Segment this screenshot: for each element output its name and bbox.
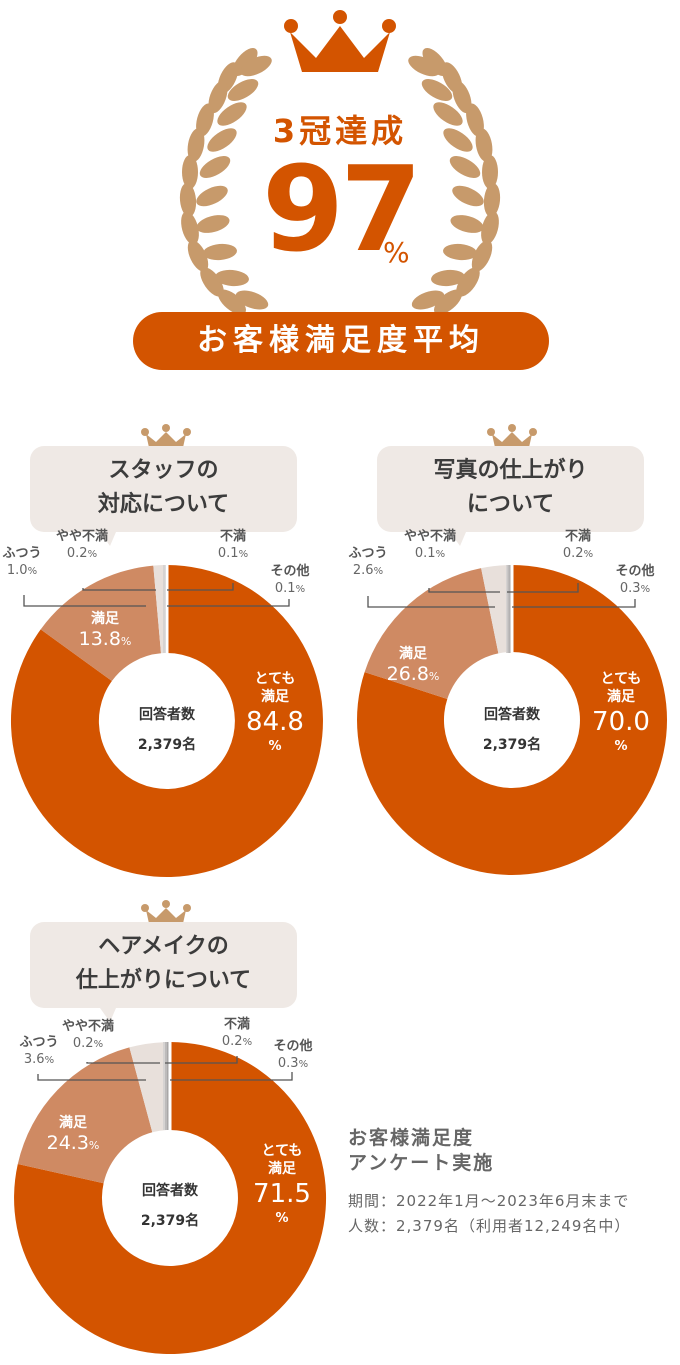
label-futsuu: ふつう 2.6%: [348, 546, 388, 578]
crown-icon: [284, 10, 396, 72]
label-manzoku: 満足 13.8%: [78, 611, 132, 650]
chart-title-line1: ヘアメイクの: [98, 934, 229, 959]
chart-title-bubble: スタッフの 対応について: [30, 446, 297, 546]
label-manzoku: 満足 26.8%: [386, 646, 440, 685]
label-futsuu: ふつう 3.6%: [19, 1035, 59, 1067]
satisfaction-hero: 3冠達成 97 % お客様満足度平均: [0, 0, 680, 380]
chart-title-line1: 写真の仕上がり: [433, 458, 588, 483]
label-sonota: その他 0.3%: [615, 564, 655, 596]
survey-period: 期間：2022年1月～2023年6月末まで: [348, 1192, 630, 1210]
chart-title-line2: 対応について: [97, 492, 230, 517]
hero-value: 97: [262, 140, 422, 278]
chart-title-line2: について: [466, 492, 555, 517]
donut-center: 回答者数 2,379名: [137, 707, 197, 753]
chart-title-bubble: ヘアメイクの 仕上がりについて: [30, 922, 297, 1022]
label-yaya-fuman: やや不満 0.2%: [61, 1019, 114, 1051]
label-sonota: その他 0.3%: [273, 1039, 313, 1071]
label-sonota: その他 0.1%: [270, 564, 310, 596]
label-manzoku: 満足 24.3%: [46, 1115, 100, 1154]
chart-title-line1: スタッフの: [108, 458, 219, 483]
label-totemo-manzoku: とても 満足 70.0 %: [592, 671, 650, 754]
hero-unit: %: [383, 236, 410, 269]
label-futsuu: ふつう 1.0%: [2, 546, 42, 578]
donut-chart: [357, 560, 668, 875]
label-fuman: 不満 0.2%: [221, 1017, 253, 1049]
laurel-wreath-icon: [179, 10, 503, 320]
label-yaya-fuman: やや不満 0.2%: [55, 529, 108, 561]
label-totemo-manzoku: とても 満足 71.5 %: [253, 1143, 311, 1226]
donut-center: 回答者数 2,379名: [140, 1183, 200, 1229]
survey-respondents: 人数：2,379名（利用者12,249名中）: [348, 1217, 631, 1235]
label-yaya-fuman: やや不満 0.1%: [403, 529, 456, 561]
chart-title-bubble: 写真の仕上がり について: [377, 446, 644, 546]
donut-center: 回答者数 2,379名: [482, 707, 542, 753]
hero-band-label: お客様満足度平均: [133, 312, 549, 370]
label-fuman: 不満 0.1%: [217, 529, 249, 561]
survey-note-title: お客様満足度 アンケート実施: [348, 1127, 495, 1174]
label-fuman: 不満 0.2%: [562, 529, 594, 561]
chart-title-line2: 仕上がりについて: [75, 968, 252, 993]
donut-chart: [14, 1038, 327, 1354]
label-totemo-manzoku: とても 満足 84.8 %: [246, 671, 304, 754]
hero-subtitle: 3冠達成: [272, 112, 408, 150]
donut-chart: [10, 561, 323, 877]
